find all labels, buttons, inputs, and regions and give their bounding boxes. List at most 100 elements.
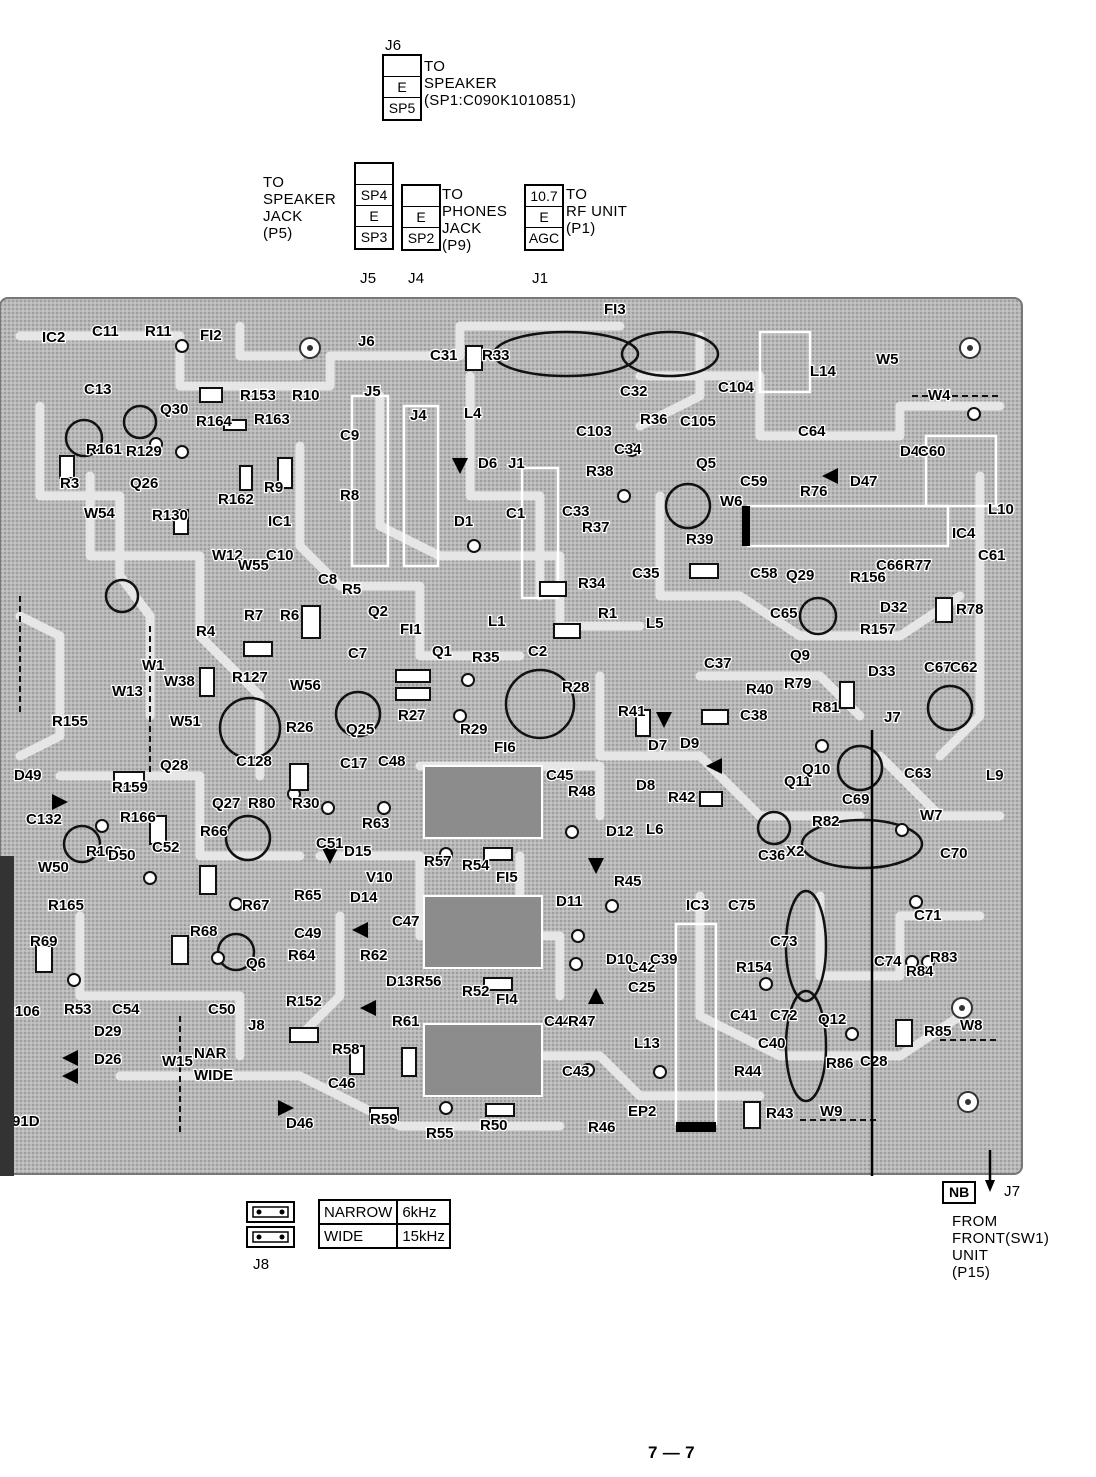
pcb-label: C8 [318, 571, 337, 588]
pcb-label: R26 [286, 719, 314, 736]
pcb-label: C49 [294, 925, 322, 942]
pcb-label: L13 [634, 1035, 660, 1052]
j4-dest-line-2: PHONES [442, 203, 508, 220]
j1-pin-1: 10.7 [526, 186, 562, 207]
j7-dest-line-2: FRONT(SW1) [952, 1230, 1050, 1247]
pcb-label: C104 [718, 379, 755, 396]
j4-pin-2: E [403, 207, 439, 228]
pcb-label: R159 [112, 779, 148, 796]
pcb-label: C64 [798, 423, 826, 440]
pcb-label: R83 [930, 949, 958, 966]
pcb-label: C13 [84, 381, 112, 398]
pcb-label: W54 [84, 505, 116, 522]
pcb-label: C48 [378, 753, 406, 770]
pcb-label: C37 [704, 655, 732, 672]
pcb-label: C45 [546, 767, 574, 784]
pcb-label: R42 [668, 789, 696, 806]
pcb-label: R155 [52, 713, 88, 730]
pcb-label: D46 [286, 1115, 314, 1132]
pcb-label: R43 [766, 1105, 794, 1122]
j4-dest-line-3: JACK [442, 220, 482, 237]
pcb-label: Q1 [432, 643, 452, 660]
j1-dest-line-1: TO [566, 186, 588, 203]
pcb-label: R11 [145, 323, 172, 340]
pcb-label: D8 [636, 777, 655, 794]
pcb-label: R45 [614, 873, 642, 890]
pcb-label: R34 [578, 575, 606, 592]
pcb-label: R38 [586, 463, 614, 480]
pcb-label: R63 [362, 815, 390, 832]
pcb-label: R50 [480, 1117, 508, 1134]
pcb-label: R152 [286, 993, 322, 1010]
pcb-label: Q27 [212, 795, 240, 812]
pcb-label: R58 [332, 1041, 360, 1058]
j4-connector: E SP2 [401, 184, 441, 251]
pcb-label: W7 [920, 807, 943, 824]
pcb-label: R57 [424, 853, 452, 870]
pcb-label: J4 [410, 407, 427, 424]
table-row: NARROW 6kHz [317, 1199, 451, 1225]
pcb-label: C1 [506, 505, 525, 522]
pcb-label: FI6 [494, 739, 516, 756]
pcb-label: D13 [386, 973, 414, 990]
pcb-label: C11 [92, 323, 119, 340]
pcb-label: D1 [454, 513, 473, 530]
pcb-label: V10 [366, 869, 393, 886]
pcb-label: J8 [248, 1017, 265, 1034]
pcb-label: EP2 [628, 1103, 656, 1120]
pcb-label: C46 [328, 1075, 356, 1092]
pcb-label: R59 [370, 1111, 398, 1128]
pcb-label: C74 [874, 953, 902, 970]
pcb-edge-shadow [0, 856, 14, 1176]
pcb-label: C71 [914, 907, 942, 924]
pcb-label: R82 [812, 813, 840, 830]
pcb-label: J5 [364, 383, 381, 400]
pcb-label: X2 [786, 843, 804, 860]
bandwidth-table: NARROW 6kHz WIDE 15kHz [317, 1199, 451, 1249]
pcb-label: R166 [120, 809, 156, 826]
pcb-label: C105 [680, 413, 716, 430]
pcb-label: R39 [686, 531, 714, 548]
j5-dest-line-1: TO [263, 174, 285, 191]
pcb-label: FI1 [400, 621, 422, 638]
pcb-label: C63 [904, 765, 932, 782]
pcb-label: D9 [680, 735, 699, 752]
pcb-label: C28 [860, 1053, 888, 1070]
pcb-label: R48 [568, 783, 596, 800]
pcb-label: D47 [850, 473, 878, 490]
pcb-label: R66 [200, 823, 228, 840]
pcb-label: FI2 [200, 327, 222, 344]
pcb-label: C7 [348, 645, 367, 662]
pcb-label: C44 [544, 1013, 572, 1030]
pcb-label: R68 [190, 923, 218, 940]
j7-arrow [985, 1150, 995, 1192]
j8-jumper-icon [246, 1201, 295, 1248]
pcb-label: R86 [826, 1055, 854, 1072]
pcb-label: R61 [392, 1013, 420, 1030]
j6-dest-line-1: TO [424, 58, 446, 75]
pcb-components [19, 330, 1000, 1136]
pcb-label: C9 [340, 427, 359, 444]
pcb-label: R161 [86, 441, 122, 458]
pcb-label: D32 [880, 599, 908, 616]
j4-pin-3: SP2 [407, 230, 435, 246]
pcb-label: C17 [340, 755, 368, 772]
bw-value-narrow: 6kHz [396, 1199, 451, 1225]
pcb-label: R10 [292, 387, 320, 404]
j7-dest-line-3: UNIT [952, 1247, 989, 1264]
pcb-label: IC3 [686, 897, 709, 914]
j1-name: J1 [532, 270, 549, 287]
bw-value-wide: 15kHz [396, 1223, 451, 1249]
pcb-label: D15 [344, 843, 372, 860]
pcb-label: W38 [164, 673, 195, 690]
pcb-label: J6 [358, 333, 375, 350]
pcb-label: L1 [488, 613, 506, 630]
pcb-label: R85 [924, 1023, 952, 1040]
pcb-label: R69 [30, 933, 58, 950]
pcb-label: Q5 [696, 455, 716, 472]
pcb-label: Q25 [346, 721, 374, 738]
pcb-label: L5 [646, 615, 664, 632]
pcb-label: R55 [426, 1125, 454, 1142]
pcb-label: D14 [350, 889, 378, 906]
j6-destination: TO SPEAKER (SP1:C090K1010851) [424, 58, 576, 109]
